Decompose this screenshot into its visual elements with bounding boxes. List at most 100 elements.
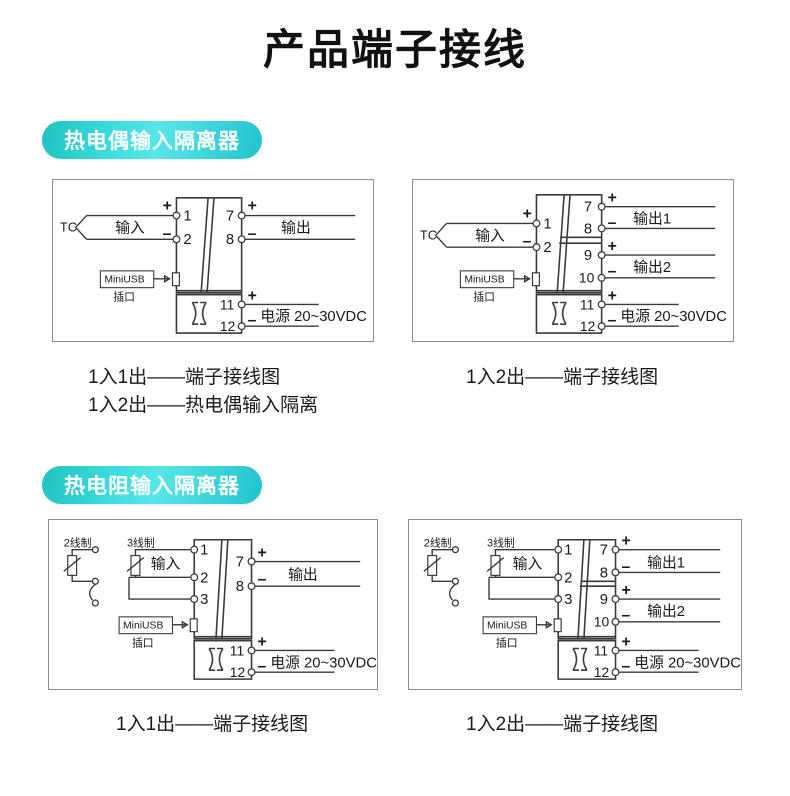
power-plus-sign: + (608, 288, 617, 305)
power-label: 电源 20~30VDC (634, 654, 741, 671)
input-label: 输入 (115, 219, 145, 236)
terminal-11 (611, 646, 620, 655)
terminal-number-3: 3 (200, 592, 208, 608)
terminal-number-7: 7 (584, 200, 592, 216)
terminal-12 (597, 322, 606, 331)
output2-plus-sign: + (621, 582, 630, 599)
terminal-number-8: 8 (236, 579, 244, 595)
power-label: 电源 20~30VDC (620, 308, 727, 325)
power-minus-sign: – (621, 658, 630, 675)
caption-diagram-4: 1入2出——端子接线图 (466, 714, 659, 735)
tc-label: TC (60, 219, 77, 234)
two-wire-label: 2线制 (64, 536, 92, 550)
terminal-11 (247, 646, 256, 655)
input-label: 输入 (151, 555, 181, 572)
input-plus-sign: + (523, 206, 532, 223)
terminal-number-1: 1 (183, 208, 191, 224)
terminal-3 (190, 595, 199, 604)
terminal-number-2: 2 (564, 570, 572, 586)
output-label: 输出 (288, 566, 318, 583)
power-plus-sign: + (257, 634, 266, 651)
terminal-number-10: 10 (594, 614, 610, 630)
rtd-2wire-terminal-a (451, 546, 460, 554)
usb-port-connector (553, 618, 562, 633)
power-minus-sign: – (257, 658, 266, 675)
terminal-9 (597, 251, 606, 260)
terminal-number-1: 1 (564, 543, 572, 559)
terminal-number-11: 11 (220, 296, 234, 312)
output1-label: 输出1 (647, 554, 685, 571)
tc-label: TC (420, 227, 437, 242)
section-badge-label: 热电阻输入隔离器 (64, 475, 240, 498)
output2-minus-sign: – (608, 263, 617, 280)
diagram-rtd-1in2out: 2线制 3线制 输入 1 2 3 7 8 + – 输出1 (408, 519, 742, 690)
terminal-1 (532, 219, 541, 228)
usb-socket-label: 插口 (132, 636, 154, 650)
output1-plus-sign: + (608, 190, 617, 207)
terminal-number-8: 8 (600, 565, 608, 581)
terminal-number-11: 11 (594, 642, 609, 658)
input-plus-sign: + (163, 198, 172, 215)
terminal-1 (554, 545, 563, 554)
terminal-number-7: 7 (226, 208, 234, 224)
terminal-number-12: 12 (594, 664, 609, 680)
rtd-2wire-terminal-b (451, 577, 460, 585)
terminal-number-7: 7 (236, 554, 244, 570)
section-badge-rtd: 热电阻输入隔离器 (42, 466, 262, 504)
input-label: 输入 (513, 555, 543, 572)
terminal-10 (597, 273, 606, 282)
terminal-number-12: 12 (580, 318, 595, 334)
power-minus-sign: – (248, 312, 257, 329)
output1-label: 输出1 (633, 210, 671, 227)
rtd-2wire-terminal-c (91, 599, 99, 607)
terminal-number-7: 7 (600, 543, 608, 559)
terminal-1 (190, 545, 199, 554)
usb-socket-label: 插口 (113, 290, 135, 304)
rtd-2wire-terminal-b (91, 577, 99, 585)
terminal-number-8: 8 (584, 221, 592, 237)
terminal-number-3: 3 (564, 592, 572, 608)
terminal-7 (237, 211, 246, 220)
terminal-number-9: 9 (600, 592, 608, 608)
terminal-7 (247, 557, 256, 566)
input-label: 输入 (475, 227, 505, 244)
rtd-resistor-3wire (130, 554, 141, 576)
output-minus-sign: – (248, 225, 257, 242)
terminal-2 (554, 573, 563, 582)
terminal-number-1: 1 (200, 543, 208, 559)
miniusb-box (482, 616, 537, 635)
terminal-8 (597, 224, 606, 233)
terminal-8 (611, 568, 620, 577)
power-minus-sign: – (608, 312, 617, 329)
usb-port-connector (171, 272, 181, 287)
terminal-8 (237, 235, 246, 244)
terminal-7 (597, 202, 606, 211)
output-plus-sign: + (257, 545, 266, 562)
terminal-number-11: 11 (230, 642, 245, 658)
terminal-number-12: 12 (220, 318, 235, 334)
power-plus-sign: + (248, 288, 257, 305)
power-plus-sign: + (621, 634, 630, 651)
output1-minus-sign: – (608, 214, 617, 231)
caption-diagram-1-line2: 1入2出——热电偶输入隔离 (88, 395, 319, 416)
output-plus-sign: + (248, 198, 257, 215)
power-label: 电源 20~30VDC (260, 308, 367, 325)
terminal-number-2: 2 (543, 240, 551, 256)
diagram-rtd-1in1out: 2线制 3线制 输入 1 2 3 7 8 + – 输出 (48, 519, 378, 690)
output-label: 输出 (281, 219, 311, 236)
miniusb-label: MiniUSB (104, 275, 144, 286)
caption-diagram-1-line1: 1入1出——端子接线图 (88, 367, 281, 388)
rtd-2wire-terminal-c (451, 599, 460, 607)
section-badge-label: 热电偶输入隔离器 (64, 130, 240, 153)
terminal-number-8: 8 (226, 232, 234, 248)
three-wire-label: 3线制 (127, 536, 155, 550)
diagram-tc-1in2out: TC 输入 1 2 + – 7 8 + – 输出1 9 10 + – 输出2 M… (412, 179, 734, 342)
output-minus-sign: – (257, 571, 266, 588)
terminal-number-11: 11 (580, 296, 594, 312)
caption-diagram-3: 1入1出——端子接线图 (116, 714, 309, 735)
terminal-number-1: 1 (543, 216, 551, 232)
output1-plus-sign: + (621, 533, 630, 550)
terminal-number-12: 12 (230, 664, 245, 680)
terminal-2 (172, 235, 181, 244)
rtd-resistor-3wire (490, 554, 501, 576)
